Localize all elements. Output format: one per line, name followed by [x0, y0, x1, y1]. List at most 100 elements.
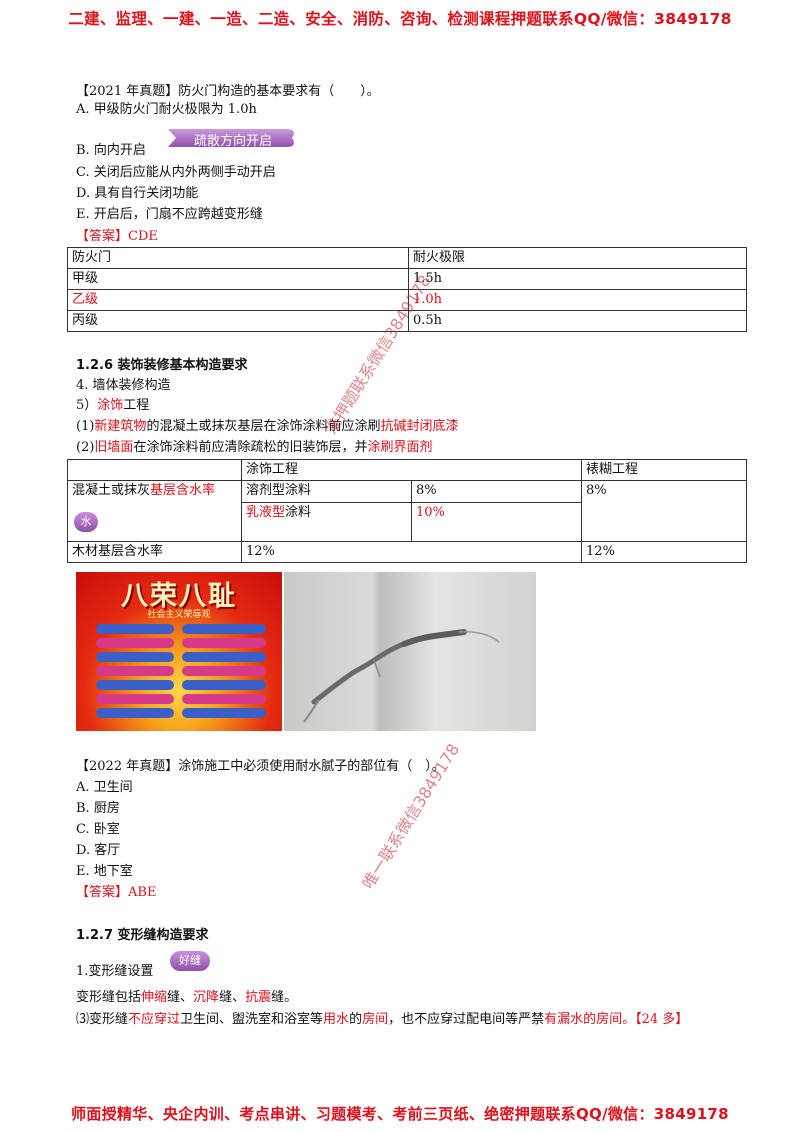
table-row: 乙级 1.0h — [67, 289, 747, 311]
types-text: 变形缝包括 — [76, 990, 142, 1005]
poster-bar — [96, 708, 266, 718]
table-header-row: 防火门 耐火极限 — [67, 247, 747, 269]
ribbon-shape — [168, 129, 294, 147]
table-cell: 丙级 — [67, 310, 409, 332]
item-5-suffix: 工程 — [123, 398, 150, 413]
table-cell: 1.0h — [408, 289, 747, 311]
poster-image: 八荣八耻 社会主义荣辱观 — [76, 572, 282, 731]
table-cell: 12% — [581, 541, 747, 563]
paragraph-3: ⑶变形缝不应穿过卫生间、盥洗室和浴室等用水的房间，也不应穿过配电间等严禁有漏水的… — [76, 1011, 688, 1028]
p3-red-1: 不应穿过 — [128, 1012, 181, 1027]
table-cell: 溶剂型涂料 — [241, 479, 413, 504]
table-row: 乳液型涂料 10% — [68, 502, 747, 542]
joint-types: 变形缝包括伸缩缝、沉降缝、抗震缝。 — [76, 989, 297, 1006]
poster-bar — [96, 694, 266, 704]
p3-red-2: 用水 — [323, 1012, 350, 1027]
footer-banner: 师面授精华、央企内训、考点串讲、习题模考、考前三页纸、绝密押题联系QQ/微信：3… — [71, 1105, 729, 1123]
p3-text: ⑶变形缝 — [76, 1012, 129, 1027]
table-header-cell: 防火门 — [67, 247, 409, 269]
header-banner: 二建、监理、一建、一造、二造、安全、消防、咨询、检测课程押题联系QQ/微信：38… — [68, 10, 732, 28]
poster-bar — [96, 666, 266, 676]
fire-door-table: 防火门 耐火极限 甲级 1.5h 乙级 1.0h 丙级 0.5h — [67, 247, 747, 332]
p1-red-1: 新建筑物 — [94, 419, 147, 434]
moisture-label-b: 基层含水率 — [150, 483, 216, 498]
emulsion-rest: 涂料 — [285, 505, 312, 521]
p1-red-2: 抗碱封闭底漆 — [380, 419, 459, 434]
answer-2022: 【答案】ABE — [76, 885, 157, 900]
ribbon-text: 疏散方向开启 — [193, 134, 272, 149]
p3-text: ，也不应穿过配电间等严禁 — [388, 1012, 545, 1027]
types-text: 缝、 — [167, 990, 194, 1005]
poster-bar — [96, 652, 266, 662]
crack-drawing — [303, 629, 500, 723]
option-e: E. 地下室 — [76, 864, 133, 879]
table-cell: 1.5h — [408, 268, 747, 290]
table-cell: 乙级 — [67, 289, 409, 311]
p3-text: 的 — [349, 1012, 363, 1027]
table-cell: 10% — [411, 502, 583, 542]
paragraph-1: (1)新建筑物的混凝土或抹灰基层在涂饰涂料前应涂刷抗碱封闭底漆 — [76, 418, 458, 435]
p3-red-3: 房间 — [362, 1012, 389, 1027]
poster-title: 八荣八耻 — [121, 581, 237, 612]
table-cell: 8% — [411, 479, 583, 504]
p3-red-4: 有漏水的房间。【24 多】 — [544, 1012, 689, 1027]
section-heading-126: 1.2.6 装饰装修基本构造要求 — [76, 358, 248, 373]
emulsion-red: 乳液型 — [246, 505, 286, 521]
table-cell: 8% — [581, 480, 747, 542]
p2-red-1: 旧墙面 — [94, 440, 134, 455]
types-text: 缝。 — [271, 990, 298, 1005]
item-4: 4. 墙体装修构造 — [76, 378, 171, 393]
item-1: 1.变形缝设置 — [76, 964, 154, 979]
types-red-1: 伸缩 — [141, 990, 168, 1005]
table-header-row: 涂饰工程 裱糊工程 — [66, 459, 747, 481]
moisture-label-a: 混凝土或抹灰 — [72, 483, 151, 498]
option-e: E. 开启后，门扇不应跨越变形缝 — [76, 207, 263, 222]
table-cell: 木材基层含水率 — [66, 541, 243, 563]
p1-num: (1) — [76, 419, 95, 434]
option-c: C. 卧室 — [76, 822, 120, 837]
types-red-3: 抗震 — [245, 990, 272, 1005]
option-d: D. 客厅 — [76, 843, 121, 858]
table-row: 木材基层含水率 12% 12% — [66, 541, 747, 563]
answer-2021: 【答案】CDE — [76, 229, 158, 244]
water-pill: 水 — [74, 512, 98, 532]
section-heading-127: 1.2.7 变形缝构造要求 — [76, 928, 209, 943]
item-5-red: 涂饰 — [97, 398, 124, 413]
option-b: B. 厨房 — [76, 801, 120, 816]
item-5: 5）涂饰工程 — [76, 397, 149, 414]
table-header-cell: 耐火极限 — [408, 247, 747, 269]
table-cell: 甲级 — [67, 268, 409, 290]
table-cell: 0.5h — [408, 310, 747, 332]
question-2022-stem: 【2022 年真题】涂饰施工中必须使用耐水腻子的部位有（ ）。 — [76, 759, 445, 774]
types-text: 缝、 — [219, 990, 246, 1005]
paragraph-2: (2)旧墙面在涂饰涂料前应清除疏松的旧装饰层，并涂刷界面剂 — [76, 439, 432, 456]
p1-text: 的混凝土或抹灰基层在涂饰涂料前应涂刷 — [146, 419, 381, 434]
question-2021-stem: 【2021 年真题】防火门构造的基本要求有（ ）。 — [76, 84, 380, 99]
moisture-table: 涂饰工程 裱糊工程 混凝土或抹灰基层含水率 水 溶剂型涂料 8% 8% 乳液型涂… — [66, 459, 747, 563]
poster-bar — [96, 624, 266, 634]
table-header-cell: 裱糊工程 — [581, 459, 747, 481]
table-row: 丙级 0.5h — [67, 310, 747, 332]
wall-crack-photo — [284, 572, 536, 731]
poster-bar — [96, 638, 266, 648]
table-cell: 混凝土或抹灰基层含水率 水 — [66, 480, 243, 542]
item-5-prefix: 5） — [76, 398, 98, 413]
option-a: A. 卫生间 — [76, 780, 133, 795]
option-a: A. 甲级防火门耐火极限为 1.0h — [76, 102, 257, 117]
types-red-2: 沉降 — [193, 990, 220, 1005]
poster-subtitle: 社会主义荣辱观 — [147, 610, 211, 620]
option-b: B. 向内开启 — [76, 143, 146, 158]
table-cell: 12% — [241, 541, 583, 563]
table-row: 混凝土或抹灰基层含水率 水 溶剂型涂料 8% 8% — [66, 479, 747, 542]
p2-text: 在涂饰涂料前应清除疏松的旧装饰层，并 — [133, 440, 368, 455]
option-d: D. 具有自行关闭功能 — [76, 186, 199, 201]
p2-num: (2) — [76, 440, 95, 455]
p2-red-2: 涂刷界面剂 — [367, 440, 433, 455]
option-c: C. 关闭后应能从内外两侧手动开启 — [76, 165, 276, 180]
p3-text: 卫生间、盥洗室和浴室等 — [180, 1012, 324, 1027]
table-header-cell: 涂饰工程 — [241, 459, 583, 481]
table-header-cell — [66, 459, 243, 481]
ribbon-note: 疏散方向开启 — [168, 127, 298, 149]
table-cell: 乳液型涂料 — [241, 502, 413, 542]
poster-bar — [96, 680, 266, 690]
